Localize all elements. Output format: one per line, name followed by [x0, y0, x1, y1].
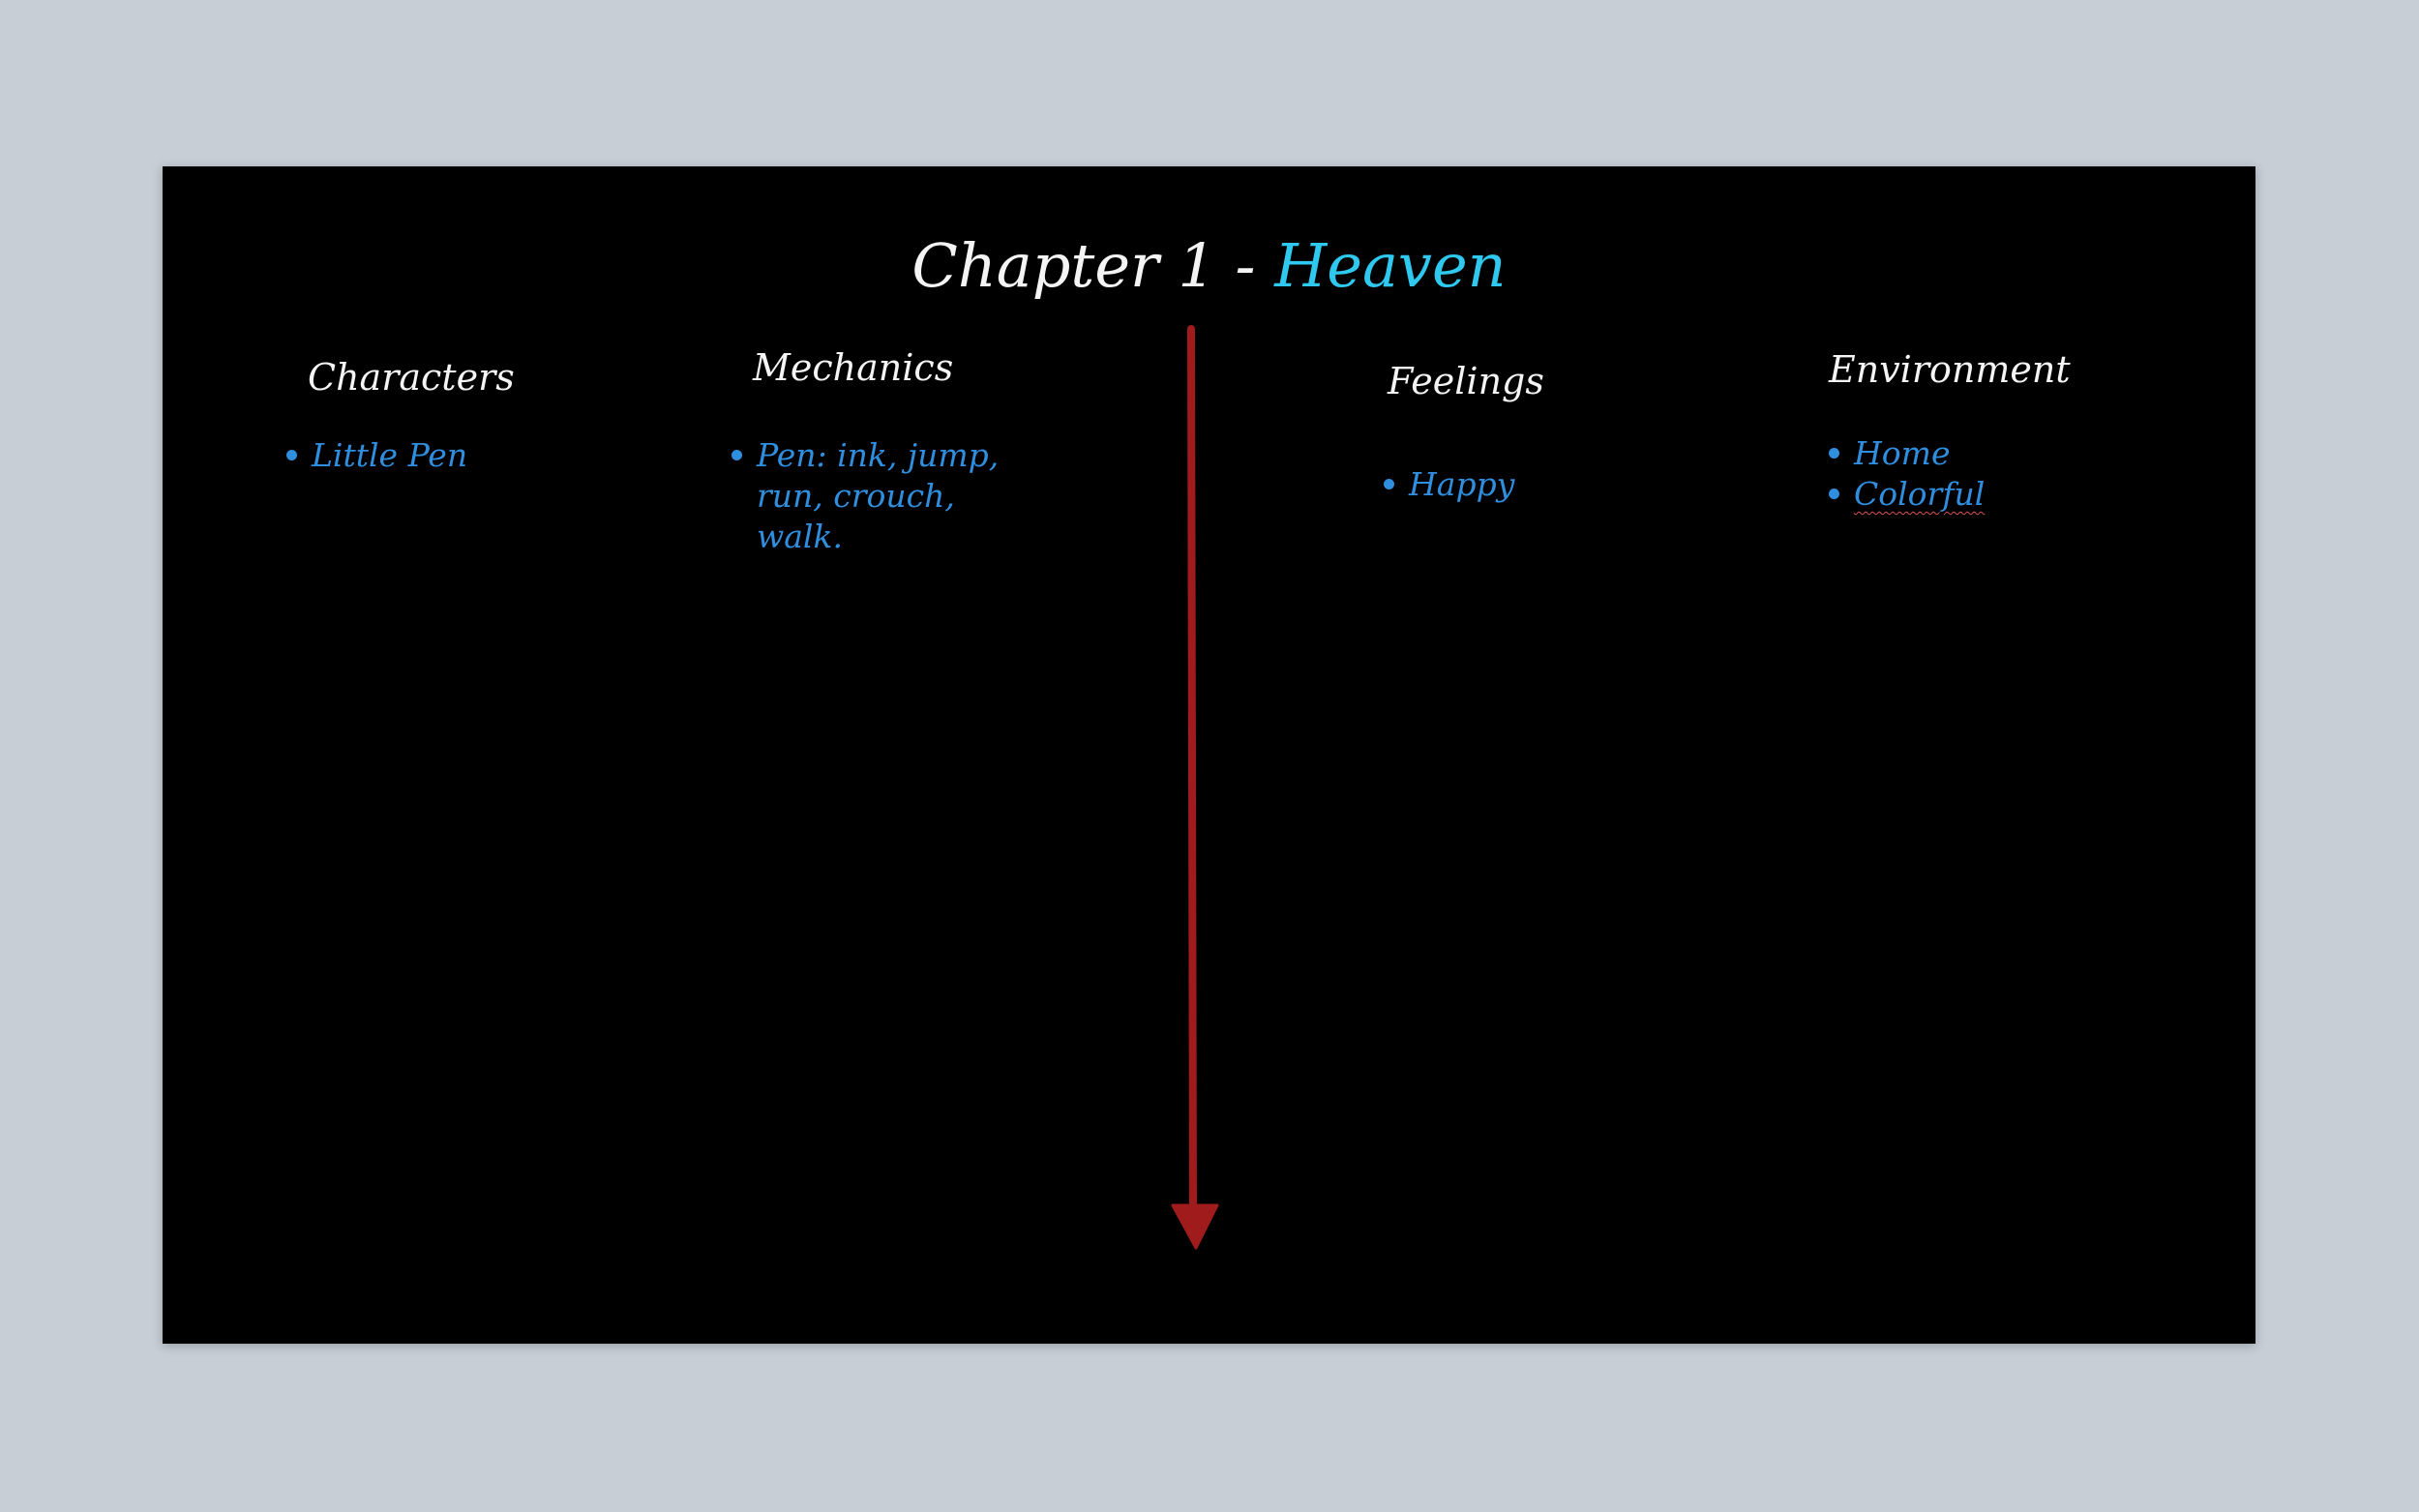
- spellcheck-underlined-text: Colorful: [1854, 475, 1986, 513]
- slide[interactable]: Chapter 1 - Heaven Characters Little Pen…: [163, 166, 2255, 1344]
- environment-heading[interactable]: Environment: [1829, 348, 2071, 391]
- mechanics-heading[interactable]: Mechanics: [753, 346, 954, 389]
- feelings-heading[interactable]: Feelings: [1388, 360, 1544, 402]
- mechanics-list[interactable]: Pen: ink, jump, run, crouch, walk.: [732, 435, 1051, 557]
- title-main: Chapter 1 -: [911, 230, 1275, 301]
- list-item: Home: [1829, 433, 2177, 474]
- list-item: Pen: ink, jump, run, crouch, walk.: [732, 435, 1051, 557]
- timeline-arrow-icon[interactable]: [163, 166, 2255, 1344]
- characters-list[interactable]: Little Pen: [286, 435, 635, 476]
- list-item: Colorful: [1829, 474, 2177, 515]
- feelings-list[interactable]: Happy: [1384, 464, 1732, 505]
- title-accent: Heaven: [1274, 230, 1507, 301]
- list-item: Happy: [1384, 464, 1732, 505]
- slide-title[interactable]: Chapter 1 - Heaven: [163, 230, 2255, 301]
- environment-list[interactable]: Home Colorful: [1829, 433, 2177, 515]
- list-item: Little Pen: [286, 435, 635, 476]
- characters-heading[interactable]: Characters: [308, 356, 515, 399]
